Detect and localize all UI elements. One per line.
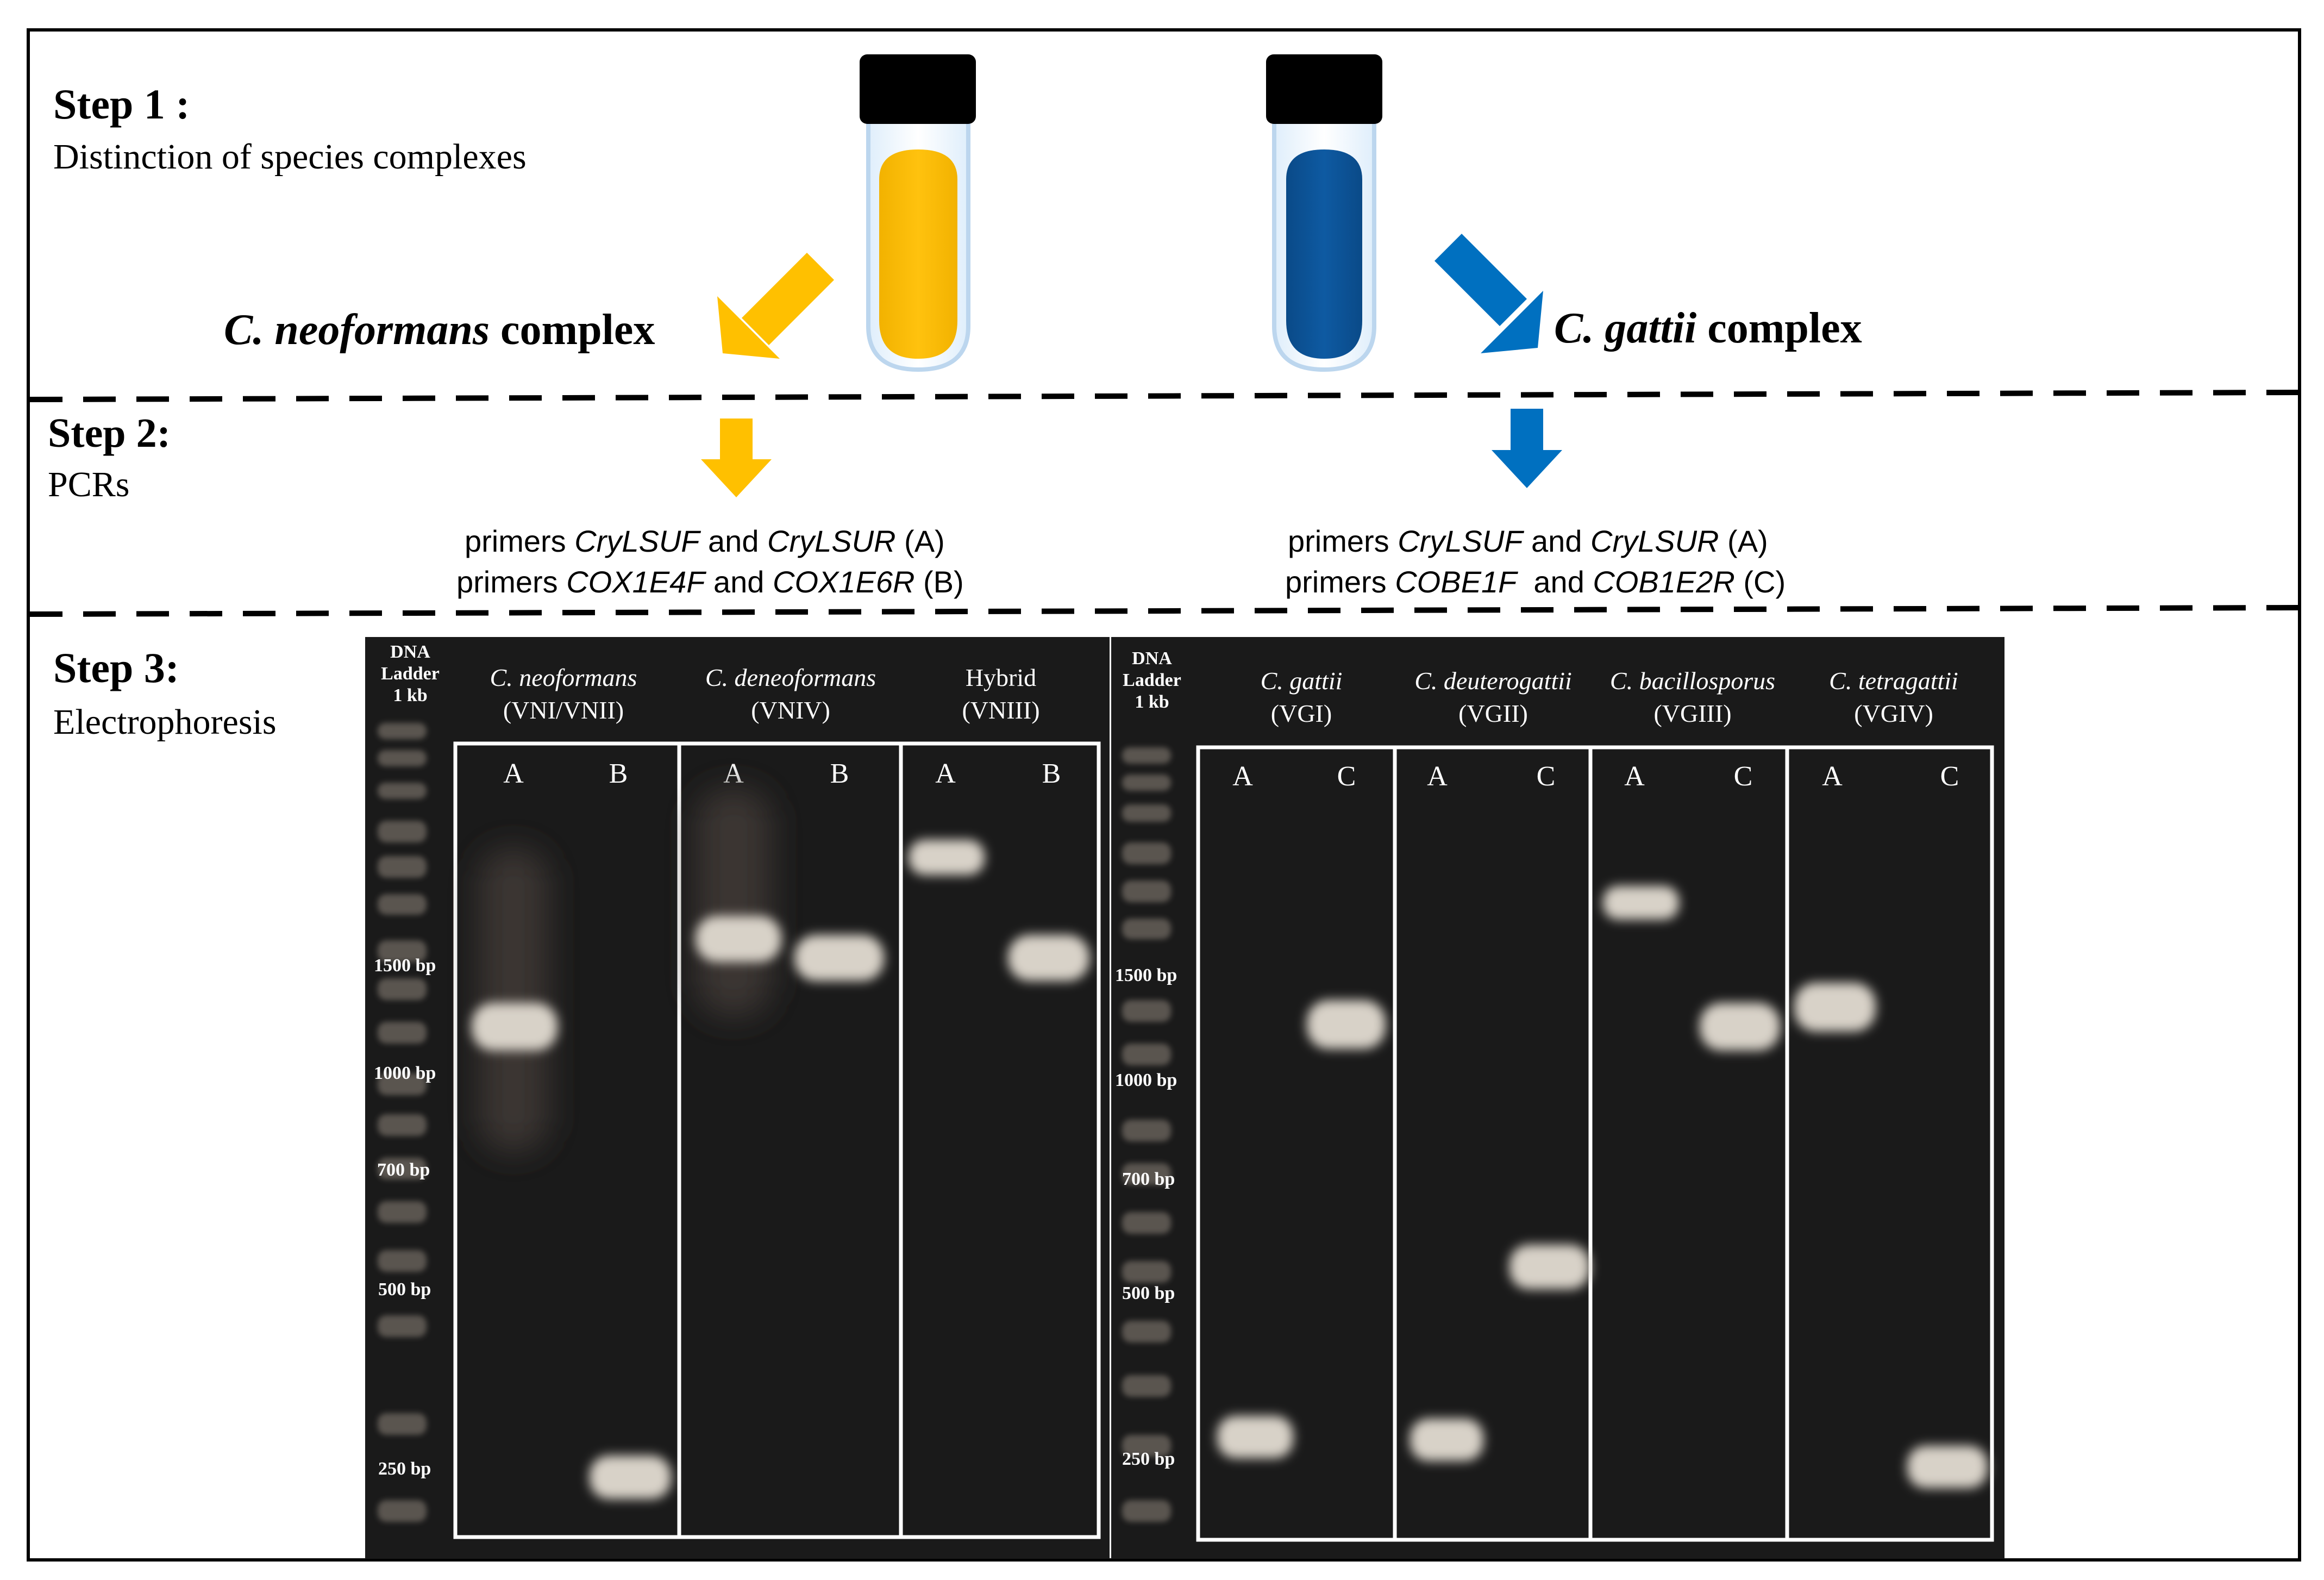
separator-step1-step2: [29, 390, 2299, 402]
right-primer-list: primers CryLSUF and CryLSUR (A) primers …: [1285, 524, 1786, 599]
gel-left-band-3a: [909, 840, 985, 875]
gel-left-group-3-name: Hybrid: [966, 664, 1036, 691]
gel-left: DNA Ladder 1 kb 1500 bp 1000 bp 700 bp 5…: [365, 637, 1110, 1559]
gel-right-band-4a: [1794, 983, 1876, 1032]
gel-right-band-1a: [1217, 1416, 1293, 1458]
yellow-tube-icon: [860, 54, 976, 372]
step3-title: Step 3:: [53, 644, 179, 691]
gel-left-mark-1500: 1500 bp: [374, 956, 436, 976]
arrow-to-gattii-icon: [1435, 234, 1543, 353]
gel-right-lane-4c: C: [1940, 761, 1959, 792]
separator-step2-step3: [29, 605, 2299, 617]
gel-left-lane-2a: A: [723, 758, 744, 789]
gel-left-smear-2a: [696, 788, 772, 1016]
right-primer-line-2: primers COBE1F and COB1E2R (C): [1285, 565, 1786, 599]
gel-left-group-1-code: (VNI/VNII): [503, 696, 624, 724]
gel-left-lane-2b: B: [830, 758, 849, 789]
gel-left-lane-3b: B: [1042, 758, 1061, 789]
gel-right-group-3-name: C. bacillosporus: [1610, 667, 1775, 695]
gel-left-ladder-title-1: DNA: [390, 642, 430, 662]
gel-left-lane-1b: B: [609, 758, 628, 789]
gel-right-band-3c: [1700, 1003, 1780, 1051]
gel-left-lane-1a: A: [503, 758, 524, 789]
left-primer-list: primers CryLSUF and CryLSUR (A) primers …: [456, 524, 964, 599]
gel-right-band-2c: [1509, 1245, 1590, 1289]
gel-left-band-1b: [590, 1456, 671, 1499]
left-primer-line-2: primers COX1E4F and COX1E6R (B): [456, 565, 964, 599]
gel-left-band-2b: [794, 935, 884, 981]
gel-right-ladder-title-1: DNA: [1132, 648, 1172, 669]
arrow-to-neoformans-icon: [717, 253, 834, 359]
gel-left-mark-250: 250 bp: [378, 1459, 431, 1479]
gel-right: DNA Ladder 1 kb 1500 bp 1000 bp 700 bp 5…: [1111, 637, 2004, 1559]
gel-left-ladder-title-3: 1 kb: [393, 685, 427, 705]
gel-left-ladder-bands: [378, 723, 427, 1522]
gel-right-group-4-code: (VGIV): [1854, 700, 1933, 727]
gel-right-group-1-code: (VGI): [1271, 700, 1332, 727]
gel-right-ladder-title-2: Ladder: [1123, 670, 1181, 690]
gattii-complex-label: C. gattii complex: [1554, 304, 1862, 352]
gel-right-ladder-title-3: 1 kb: [1135, 692, 1169, 712]
gel-right-band-2a: [1410, 1419, 1483, 1461]
gel-left-band-3b: [1008, 935, 1089, 981]
gel-right-mark-250: 250 bp: [1122, 1449, 1175, 1469]
down-arrow-yellow-icon: [701, 419, 772, 497]
gel-right-box-tetragattii: [1785, 745, 1994, 1542]
gel-left-mark-1000: 1000 bp: [374, 1063, 436, 1083]
gel-right-lane-2a: A: [1427, 761, 1448, 792]
gel-right-mark-500: 500 bp: [1122, 1283, 1175, 1303]
gel-right-group-2-name: C. deuterogattii: [1414, 667, 1572, 695]
gel-left-lane-3a: A: [935, 758, 956, 789]
left-primer-line-1: primers CryLSUF and CryLSUR (A): [465, 524, 945, 558]
gel-left-group-1-name: C. neoformans: [490, 664, 637, 691]
gel-right-mark-1000: 1000 bp: [1115, 1070, 1177, 1090]
gel-right-background: [1111, 637, 2004, 1559]
gel-right-band-3a: [1603, 886, 1679, 920]
gel-left-mark-700: 700 bp: [377, 1160, 430, 1180]
step2-subtitle: PCRs: [48, 465, 129, 504]
gel-left-group-2-name: C. deneoformans: [705, 664, 876, 691]
blue-tube-icon: [1266, 54, 1382, 372]
neoformans-complex-label: C. neoformans complex: [224, 306, 655, 354]
gel-left-mark-500: 500 bp: [378, 1279, 431, 1300]
gel-right-mark-1500: 1500 bp: [1115, 965, 1177, 985]
gel-right-group-2-code: (VGII): [1458, 700, 1528, 727]
gel-left-smear-1a: [478, 848, 549, 1152]
gel-right-lane-3c: C: [1734, 761, 1753, 792]
step2-title: Step 2:: [48, 410, 171, 456]
gel-right-band-1c: [1307, 1000, 1386, 1049]
gel-left-box-hybrid: [899, 741, 1101, 1539]
gel-right-ladder-bands: [1122, 747, 1171, 1522]
down-arrow-blue-icon: [1492, 409, 1562, 488]
gel-left-group-2-code: (VNIV): [751, 696, 830, 724]
gel-right-group-4-name: C. tetragattii: [1829, 667, 1958, 695]
gel-left-band-1a: [472, 1003, 557, 1051]
gel-right-lane-2c: C: [1537, 761, 1556, 792]
step1-subtitle: Distinction of species complexes: [53, 137, 527, 177]
gel-left-group-3-code: (VNIII): [962, 696, 1039, 724]
gel-right-group-1-name: C. gattii: [1261, 667, 1343, 695]
gel-left-ladder-title-2: Ladder: [381, 664, 440, 684]
gel-right-group-3-code: (VGIII): [1653, 700, 1731, 727]
gel-right-lane-1a: A: [1232, 761, 1253, 792]
gel-right-band-4c: [1907, 1446, 1988, 1488]
step1-title: Step 1 :: [53, 80, 190, 128]
gel-right-mark-700: 700 bp: [1122, 1169, 1175, 1189]
gel-right-lane-1c: C: [1337, 761, 1356, 792]
right-primer-line-1: primers CryLSUF and CryLSUR (A): [1288, 524, 1768, 558]
gel-right-lane-4a: A: [1822, 761, 1843, 792]
figure-border: [27, 28, 2301, 1562]
gel-right-lane-3a: A: [1624, 761, 1645, 792]
step3-subtitle: Electrophoresis: [53, 702, 277, 742]
gel-left-band-2a: [696, 916, 781, 962]
